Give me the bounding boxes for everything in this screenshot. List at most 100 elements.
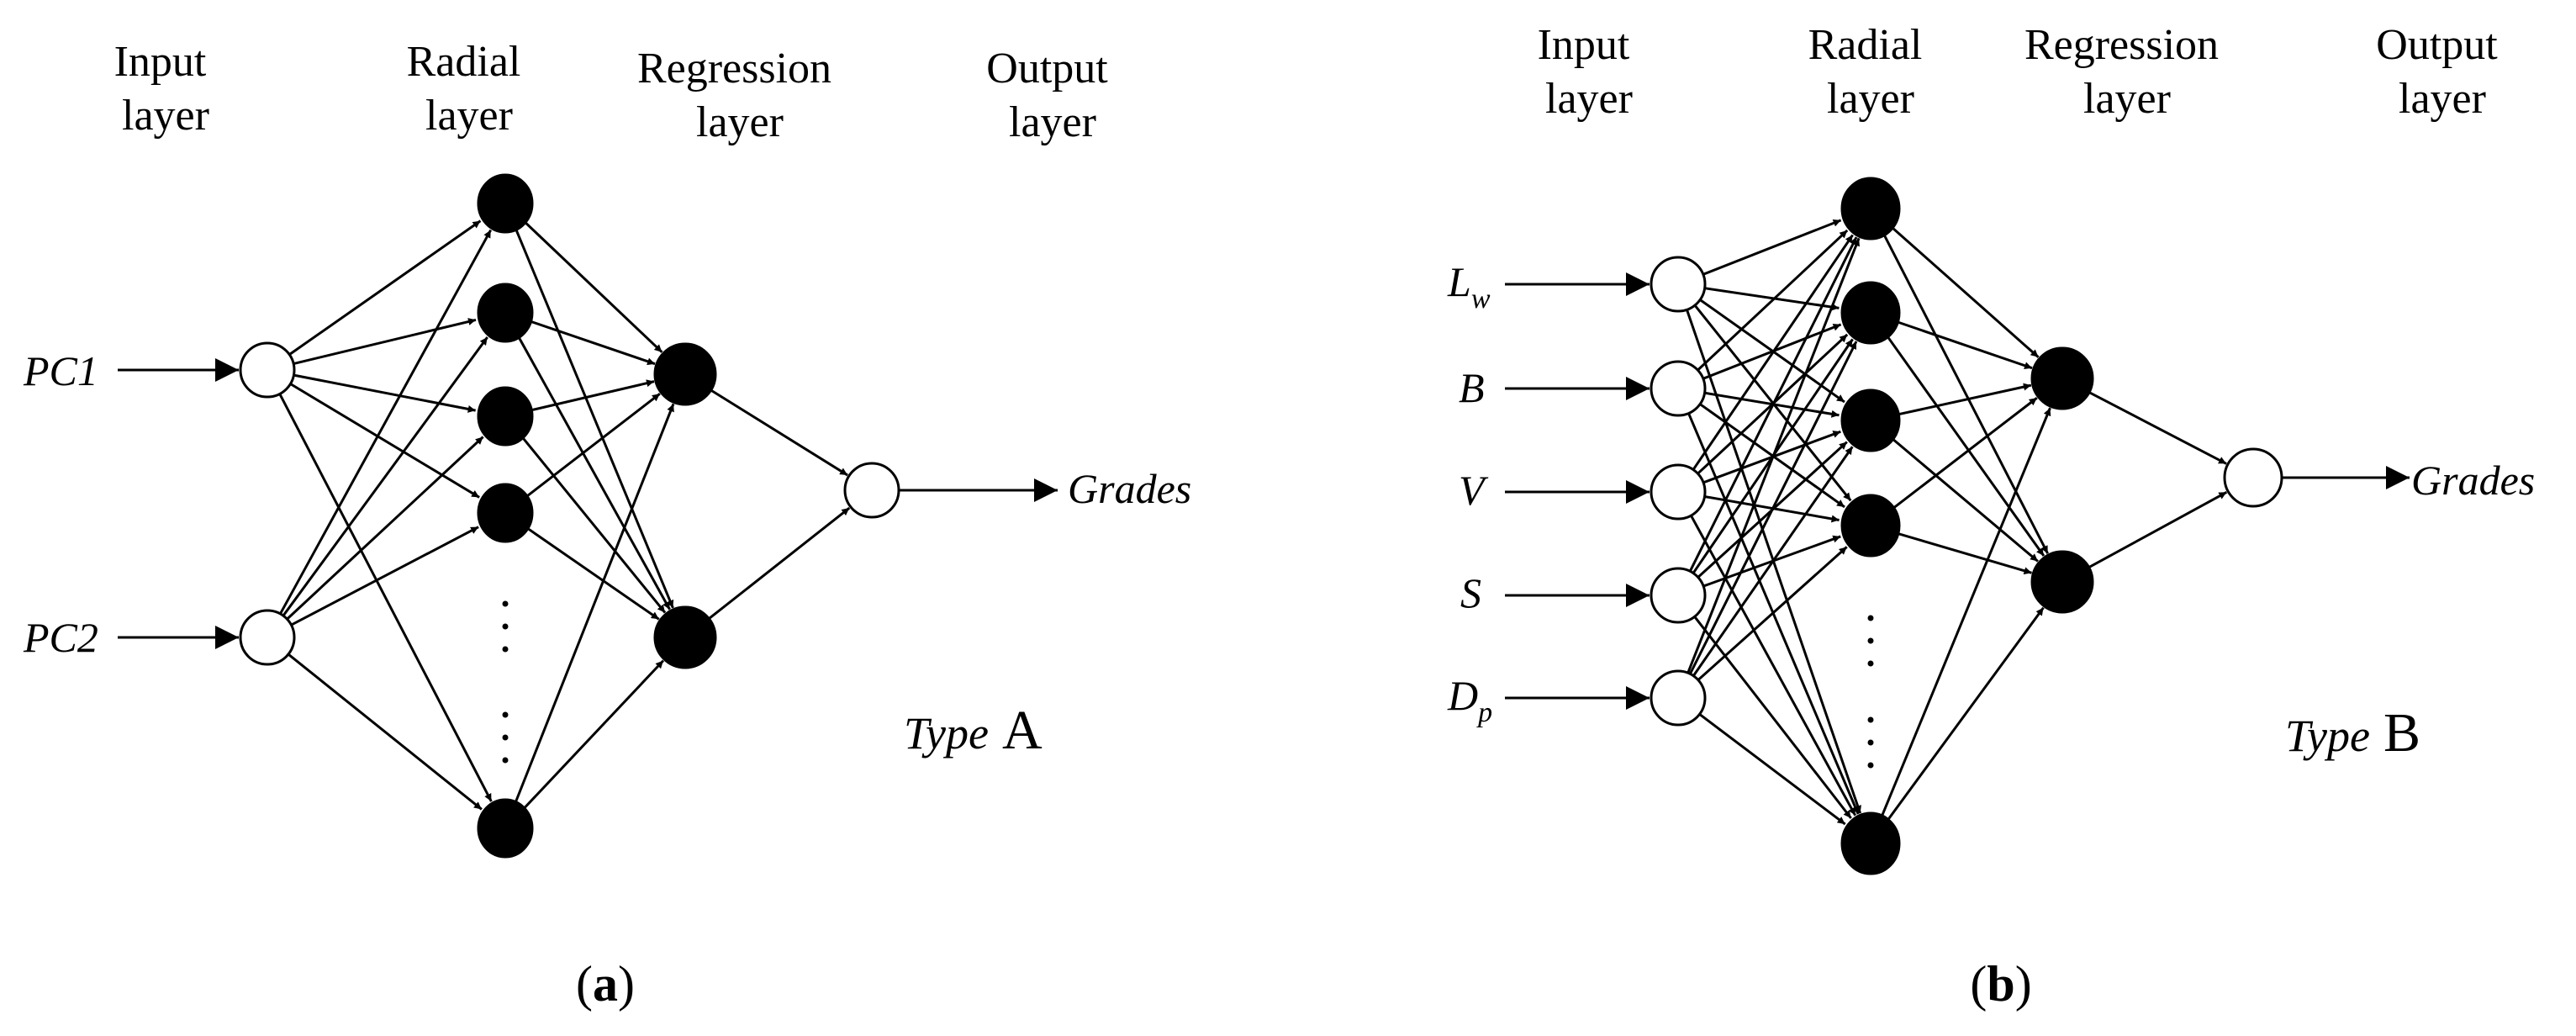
panel-b-dots-upper-0: [1867, 615, 1874, 621]
panel-a-regression-layer-header: Regression layer: [637, 45, 842, 146]
panel-b-type-label: Type B: [2285, 702, 2420, 764]
panel-a-edge-rad1-reg2: [514, 227, 674, 609]
panel-a-edge-rad2-reg2: [517, 336, 671, 610]
panel-a-dots-upper-2: [502, 646, 509, 653]
panel-b-dots-lower-2: [1867, 762, 1874, 769]
panel-b-edge-in5-rad4: [1697, 546, 1848, 681]
panel-b-input-label-dp: Dp: [1447, 672, 1492, 728]
panel-b-input-label-b: B: [1459, 364, 1485, 411]
panel-b-edge-reg2-out: [2088, 490, 2228, 569]
panel-a-radial-node-3: [477, 386, 534, 447]
panel-b-edge-rad1-reg2: [1882, 233, 2049, 554]
panel-a-input-label-pc1: PC1: [23, 347, 98, 394]
panel-b: Input layer Radial layer Regression laye…: [1447, 21, 2535, 1012]
panel-a-regression-node-1: [653, 342, 717, 406]
panel-b-regression-node-1: [2030, 346, 2094, 410]
panel-a-edge-in2-rad1: [279, 229, 493, 615]
panel-a-edge-rad5-reg1: [514, 403, 675, 804]
panel-b-ellipsis: [1867, 615, 1874, 769]
panel-a-edge-in1-rad3: [293, 373, 476, 413]
panel-b-edge-in5-rad5: [1698, 713, 1846, 826]
panel-b-edge-in3-rad5: [1690, 515, 1857, 817]
panel-b-edge-rad4-reg2: [1898, 532, 2032, 575]
panel-b-caption: (b): [1970, 956, 2031, 1012]
panel-b-output-layer-header: Output layer: [2376, 21, 2508, 123]
panel-b-radial-node-2: [1840, 281, 1901, 345]
panel-b-radial-node-3: [1840, 388, 1901, 452]
panel-a-input-node-1: [239, 341, 296, 399]
panel-b-input-label-s: S: [1460, 569, 1481, 616]
panel-a-ellipsis: [502, 600, 509, 764]
panel-a-edge-rad5-reg2: [522, 659, 665, 810]
panel-a-edge-reg1-out: [710, 388, 848, 477]
panel-a-regression-node-2: [653, 605, 717, 669]
panel-a-radial-node-5: [477, 798, 534, 859]
panel-a-output-label: Grades: [1068, 465, 1191, 512]
panel-b-edge-in4-rad5: [1693, 616, 1852, 819]
panel-a-edge-rad2-reg1: [530, 320, 656, 366]
panel-b-edge-reg1-out: [2088, 391, 2227, 465]
panel-b-radial-node-1: [1840, 177, 1901, 240]
panel-b-edge-in4-rad1: [1688, 236, 1858, 573]
panel-a-nodes: [239, 173, 900, 859]
panel-b-radial-layer-header: Radial layer: [1808, 21, 1934, 123]
panel-b-output-node: [2223, 447, 2283, 508]
panel-a-caption: (a): [576, 956, 635, 1012]
panel-b-dots-lower-0: [1867, 716, 1874, 723]
panel-a-dots-lower-2: [502, 757, 509, 764]
panel-b-radial-node-5: [1840, 811, 1901, 875]
panel-b-edge-rad2-reg1: [1897, 320, 2033, 370]
panel-a-edge-in2-rad4: [290, 526, 479, 626]
panel-a-edge-rad4-reg2: [526, 526, 660, 621]
panel-b-edge-rad3-reg2: [1892, 437, 2039, 563]
panel-a-edge-rad3-reg1: [531, 379, 655, 412]
panel-b-input-node-4: [1650, 567, 1707, 624]
panel-b-regression-layer-header: Regression layer: [2024, 21, 2230, 123]
panel-a-edge-in2-rad3: [286, 436, 484, 621]
panel-a: Input layer Radial layer Regression laye…: [23, 38, 1191, 1012]
panel-b-connections: [1505, 219, 2410, 826]
panel-b-input-node-1: [1650, 256, 1707, 313]
panel-b-edge-rad4-reg1: [1892, 396, 2038, 510]
panel-b-nodes: [1650, 177, 2283, 875]
panel-b-edge-in3-rad1: [1692, 234, 1854, 471]
panel-a-dots-lower-1: [502, 734, 509, 741]
panel-b-radial-node-4: [1840, 494, 1901, 558]
panel-b-output-label: Grades: [2411, 457, 2535, 504]
panel-b-dots-upper-1: [1867, 637, 1874, 644]
panel-b-edge-in1-rad2: [1704, 287, 1840, 311]
panel-a-edge-in1-rad5: [278, 393, 493, 802]
panel-a-edge-in2-rad5: [288, 653, 483, 811]
panel-b-dots-lower-1: [1867, 739, 1874, 746]
panel-b-edge-in2-rad1: [1697, 229, 1849, 372]
panel-a-edge-rad1-reg1: [524, 220, 663, 353]
panel-b-edge-rad2-reg2: [1886, 335, 2045, 557]
panel-a-radial-layer-header: Radial layer: [407, 38, 532, 140]
panel-b-input-label-lw: Lw: [1447, 258, 1491, 314]
panel-a-input-label-pc2: PC2: [23, 614, 98, 661]
panel-a-input-layer-header: Input layer: [114, 38, 218, 140]
panel-b-input-label-v: V: [1459, 467, 1489, 514]
panel-b-edge-in5-rad1: [1687, 237, 1861, 674]
panel-b-edge-in5-rad2: [1688, 341, 1858, 675]
panel-b-edge-in5-rad3: [1692, 446, 1854, 677]
panel-b-edge-rad5-reg1: [1880, 407, 2051, 818]
panel-b-regression-node-2: [2030, 550, 2094, 614]
panel-a-edge-reg2-out: [708, 506, 851, 620]
panel-b-edge-rad1-reg1: [1891, 226, 2040, 358]
panel-a-dots-upper-0: [502, 600, 509, 607]
panel-a-dots-upper-1: [502, 623, 509, 630]
panel-a-edge-in2-rad2: [282, 336, 488, 617]
panel-b-input-layer-header: Input layer: [1538, 21, 1641, 123]
panel-b-input-node-2: [1650, 360, 1707, 417]
panel-a-connections: [118, 219, 1058, 811]
panel-a-edge-in1-rad1: [288, 219, 482, 356]
panel-a-input-node-2: [239, 609, 296, 666]
panel-a-radial-node-1: [477, 173, 534, 234]
panel-b-input-node-5: [1650, 669, 1707, 727]
panel-a-edge-rad4-reg1: [525, 393, 661, 498]
panel-a-output-node: [843, 462, 900, 519]
panel-a-type-label: Type A: [904, 700, 1043, 761]
